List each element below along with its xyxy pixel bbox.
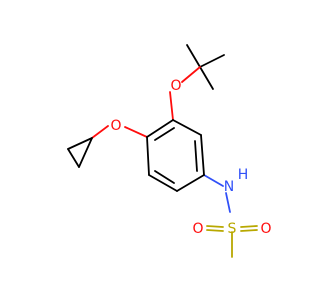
bond-sulfur-to-right-oxygen-a: [240, 225, 258, 228]
oxygen-sulfonyl-right-label: O: [260, 221, 271, 237]
ring-substituent-bonds: [91, 91, 231, 213]
sulfonyl-group: [206, 225, 258, 258]
bond-sulfur-to-right-oxygen-b: [240, 229, 258, 232]
atom-labels: O O N H S O O: [110, 78, 271, 237]
cyclopropyl-group: [67, 137, 93, 168]
tert-butyl-group: [181, 44, 225, 90]
ring-inner-bond-c: [154, 170, 175, 184]
cyclopropyl-bond-right: [78, 137, 93, 168]
bond-tbutyl-center-to-oxygen: [181, 66, 201, 83]
bond-tbutyl-center-to-right: [199, 54, 225, 68]
ring-bond-5: [148, 174, 178, 192]
sulfur-label: S: [228, 221, 237, 237]
ring-bond-4: [176, 174, 205, 192]
ring-inner-bond-b: [194, 140, 198, 172]
cyclopropyl-bond-left: [67, 148, 80, 168]
bond-nitrogen-to-sulfur: [225, 192, 231, 213]
hydrogen-amide-label: H: [238, 167, 249, 183]
bond-ring-to-nitrogen: [203, 174, 224, 187]
ring-bond-2: [172, 119, 202, 136]
bond-ring-to-oxygen-left: [124, 126, 148, 138]
ring-bond-6: [146, 136, 150, 176]
bond-sulfur-to-left-oxygen-b: [206, 229, 224, 232]
molecule-diagram: O O N H S O O: [67, 44, 272, 258]
oxygen-sulfonyl-left-label: O: [192, 221, 203, 237]
ring-bond-1: [146, 119, 174, 138]
bond-tbutyl-center-to-lower-right: [199, 66, 214, 90]
bond-oxygen-top-to-ring: [169, 91, 174, 121]
benzene-ring: [146, 119, 205, 192]
cyclopropyl-bond-top: [67, 137, 93, 150]
ring-inner-bond-a: [154, 127, 175, 141]
ring-bond-3: [200, 134, 205, 176]
oxygen-ether-top-label: O: [170, 78, 181, 94]
nitrogen-amide-label: N: [224, 179, 234, 195]
bond-sulfur-to-left-oxygen-a: [206, 225, 224, 228]
oxygen-ether-left-label: O: [110, 118, 121, 134]
bond-oxygen-left-to-cyclopropyl: [91, 125, 109, 139]
bond-tbutyl-center-to-top: [186, 44, 201, 68]
